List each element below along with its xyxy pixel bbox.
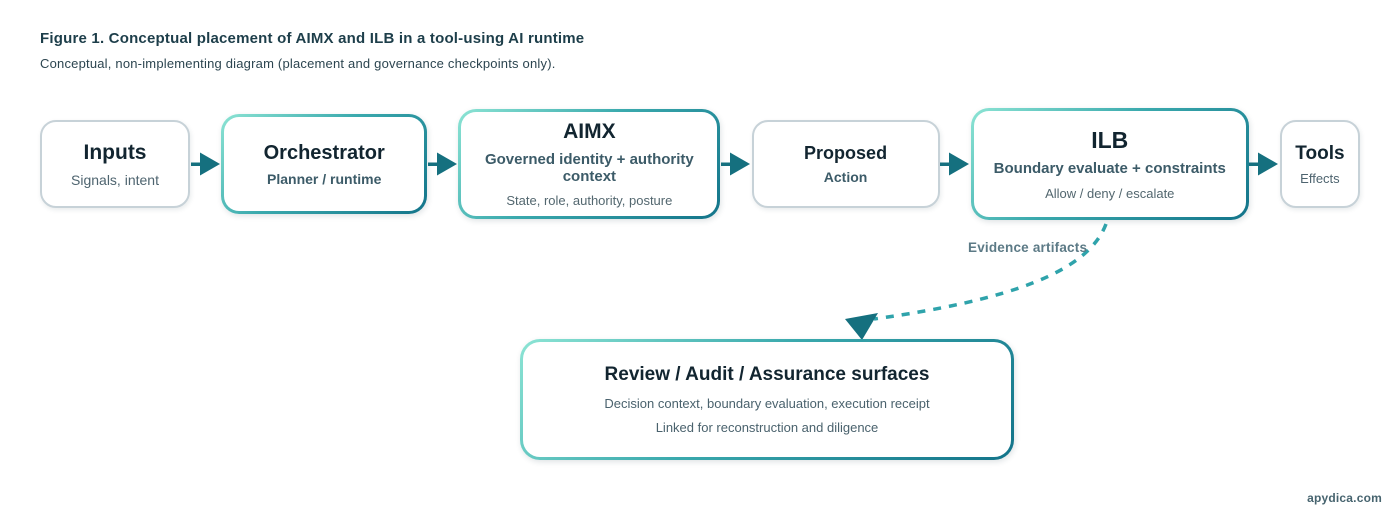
node-inputs: Inputs Signals, intent (40, 120, 190, 208)
figure-title: Figure 1. Conceptual placement of AIMX a… (40, 30, 585, 47)
node-orchestrator: Orchestrator Planner / runtime (221, 114, 428, 214)
node-proposed-subtitle: Action (823, 169, 868, 185)
node-tools-title: Tools (1295, 142, 1345, 164)
arrow-right-icon (190, 152, 220, 176)
review-line-2: Linked for reconstruction and diligence (655, 420, 879, 435)
node-aimx-subtitle: Governed identity + authority context (484, 151, 694, 185)
node-aimx-detail: State, role, authority, posture (506, 193, 673, 208)
arrow-right-icon (427, 152, 457, 176)
figure-subtitle: Conceptual, non-implementing diagram (pl… (40, 56, 556, 71)
node-orchestrator-title: Orchestrator (263, 141, 385, 164)
node-review-audit: Review / Audit / Assurance surfaces Deci… (520, 339, 1014, 460)
flow-row: Inputs Signals, intent Orchestrator Plan… (40, 107, 1360, 221)
node-proposed-title: Proposed (804, 143, 888, 163)
node-ilb-subtitle: Boundary evaluate + constraints (993, 160, 1226, 177)
figure-header: Figure 1. Conceptual placement of AIMX a… (40, 30, 584, 71)
node-proposed-action: Proposed Action (751, 120, 940, 208)
evidence-artifacts-label: Evidence artifacts (968, 240, 1088, 255)
node-ilb-title: ILB (1091, 127, 1129, 153)
node-tools: Tools Effects (1279, 120, 1360, 208)
node-inputs-title: Inputs (83, 140, 147, 164)
node-aimx-title: AIMX (563, 120, 616, 143)
node-aimx: AIMX Governed identity + authority conte… (458, 109, 721, 219)
node-inputs-subtitle: Signals, intent (71, 171, 159, 188)
node-ilb-detail: Allow / deny / escalate (1045, 186, 1175, 201)
review-title: Review / Audit / Assurance surfaces (604, 364, 930, 385)
watermark: apydica.com (1307, 491, 1382, 505)
node-tools-subtitle: Effects (1300, 170, 1340, 186)
arrow-right-icon (720, 152, 750, 176)
arrowhead-down-icon (845, 313, 878, 340)
node-ilb: ILB Boundary evaluate + constraints Allo… (970, 108, 1249, 220)
arrow-right-icon (1249, 152, 1279, 176)
node-orchestrator-subtitle: Planner / runtime (267, 170, 382, 187)
review-line-1: Decision context, boundary evaluation, e… (604, 396, 930, 411)
arrow-right-icon (940, 152, 970, 176)
